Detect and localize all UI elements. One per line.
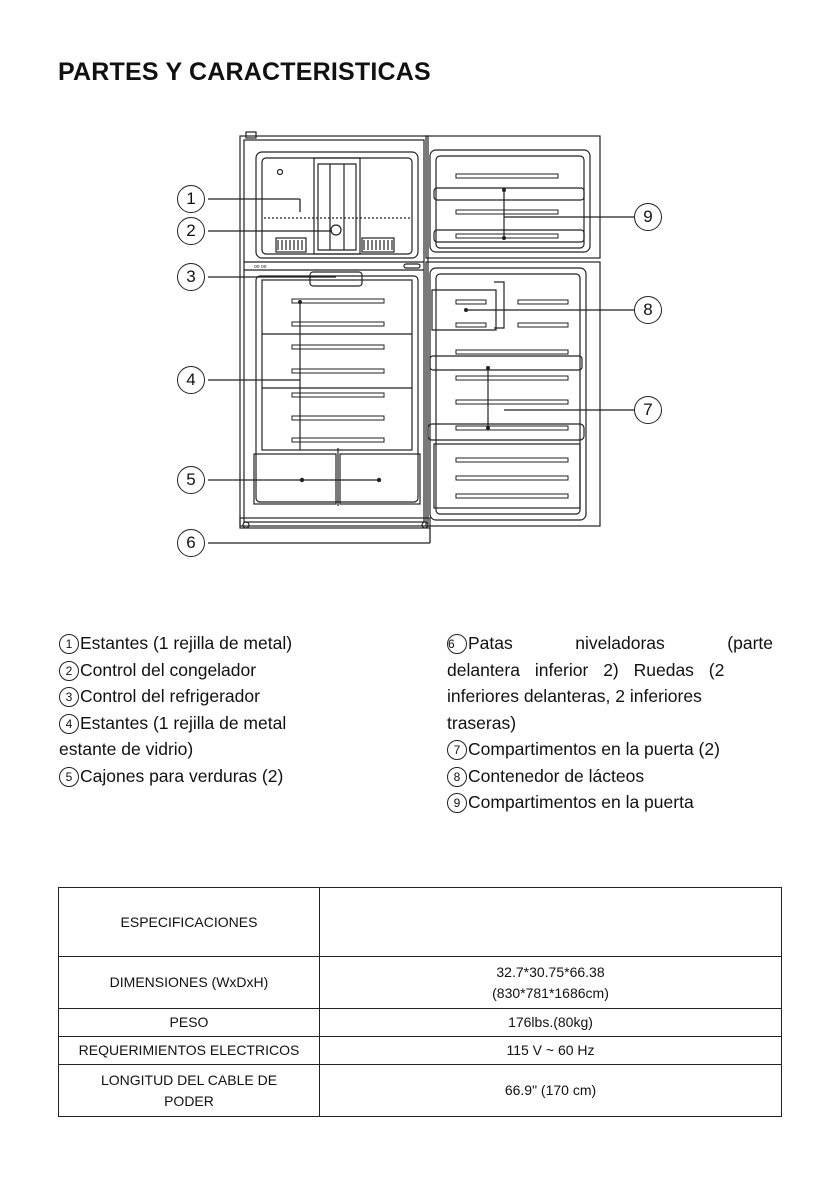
cord-label-line2: PODER [164, 1092, 214, 1109]
callout-8: 8 [634, 296, 662, 324]
table-row: REQUERIMIENTOS ELECTRICOS 115 V ~ 60 Hz [58, 1036, 782, 1065]
legend-item-6-cont-2: inferiores delanteras, 2 inferiores [447, 686, 702, 706]
legend-item-6-cont-1: delantera inferior 2) Ruedas (2 [447, 659, 725, 680]
circled-number: 7 [447, 740, 467, 760]
refrigerator-diagram: oo oo [208, 131, 634, 544]
legend-item-4-cont: estante de vidrio) [59, 739, 194, 759]
legend-text: Control del congelador [80, 659, 257, 680]
spec-value-electrical: 115 V ~ 60 Hz [319, 1036, 782, 1065]
dimensions-cm: (830*781*1686cm) [492, 984, 609, 1001]
right-doors [425, 135, 601, 527]
table-row: ESPECIFICACIONES [58, 887, 782, 957]
specifications-table: ESPECIFICACIONES DIMENSIONES (WxDxH) 32.… [58, 887, 782, 1117]
callout-6: 6 [177, 529, 205, 557]
circled-number: 5 [59, 766, 79, 787]
spec-label-electrical: REQUERIMIENTOS ELECTRICOS [58, 1036, 320, 1065]
spec-header-value [319, 887, 782, 957]
spec-value-dimensions: 32.7*30.75*66.38 (830*781*1686cm) [319, 956, 782, 1009]
circled-number: 2 [59, 660, 79, 681]
table-row: LONGITUD DEL CABLE DE PODER 66.9" (170 c… [58, 1064, 782, 1117]
circled-number: 4 [59, 713, 79, 734]
spec-label-weight: PESO [58, 1008, 320, 1037]
spec-label-dimensions: DIMENSIONES (WxDxH) [58, 956, 320, 1009]
spec-label-cord: LONGITUD DEL CABLE DE PODER [58, 1064, 320, 1117]
legend-text: Patas niveladoras (parte [468, 633, 773, 653]
leader-lines [208, 198, 634, 544]
circled-number: 1 [59, 634, 79, 654]
callout-7: 7 [634, 396, 662, 424]
legend-item-6-cont-3: traseras) [447, 712, 517, 733]
page-title: PARTES Y CARACTERISTICAS [58, 58, 431, 86]
left-cabinet: oo oo [239, 131, 431, 529]
circled-number: 6 [447, 634, 467, 654]
legend-text: Estantes (1 rejilla de metal) [80, 633, 293, 653]
callout-3: 3 [177, 263, 205, 291]
callout-4: 4 [177, 366, 205, 394]
legend-text: Contenedor de lácteos [468, 765, 645, 786]
circled-number: 9 [447, 793, 467, 813]
table-row: DIMENSIONES (WxDxH) 32.7*30.75*66.38 (83… [58, 956, 782, 1009]
legend-text: Cajones para verduras (2) [80, 765, 284, 786]
spec-value-cord: 66.9" (170 cm) [319, 1064, 782, 1117]
table-row: PESO 176lbs.(80kg) [58, 1008, 782, 1037]
cord-label-line1: LONGITUD DEL CABLE DE [100, 1071, 278, 1088]
legend-text: Estantes (1 rejilla de metal [80, 712, 287, 733]
circled-number: 3 [59, 687, 79, 707]
callout-1: 1 [177, 185, 205, 213]
dimensions-inches: 32.7*30.75*66.38 [496, 963, 605, 980]
callout-5: 5 [177, 466, 205, 494]
legend-text: Control del refrigerador [80, 686, 260, 706]
spec-value-weight: 176lbs.(80kg) [319, 1008, 782, 1037]
circled-number: 8 [447, 766, 467, 787]
callout-9: 9 [634, 203, 662, 231]
legend-text: Compartimentos en la puerta (2) [468, 739, 720, 759]
legend-text: Compartimentos en la puerta [468, 792, 694, 812]
svg-text:oo oo: oo oo [254, 264, 267, 270]
callout-2: 2 [177, 217, 205, 245]
spec-header-label: ESPECIFICACIONES [58, 887, 320, 957]
